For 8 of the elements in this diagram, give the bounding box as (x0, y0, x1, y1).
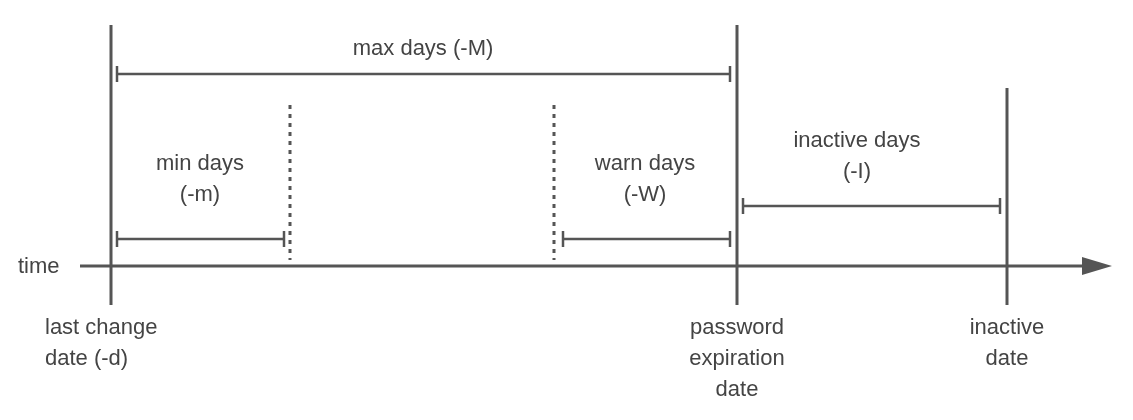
period-label: max days (-M) (351, 34, 495, 62)
period-label: min days (-m) (154, 149, 245, 208)
date-label: last change date (-d) (45, 313, 159, 372)
period-label: inactive days (-I) (792, 126, 922, 185)
axis-label: time (18, 252, 61, 280)
date-label: inactive date (968, 313, 1046, 372)
period-label: warn days (-W) (593, 149, 697, 208)
date-label: password expiration date (688, 313, 786, 403)
